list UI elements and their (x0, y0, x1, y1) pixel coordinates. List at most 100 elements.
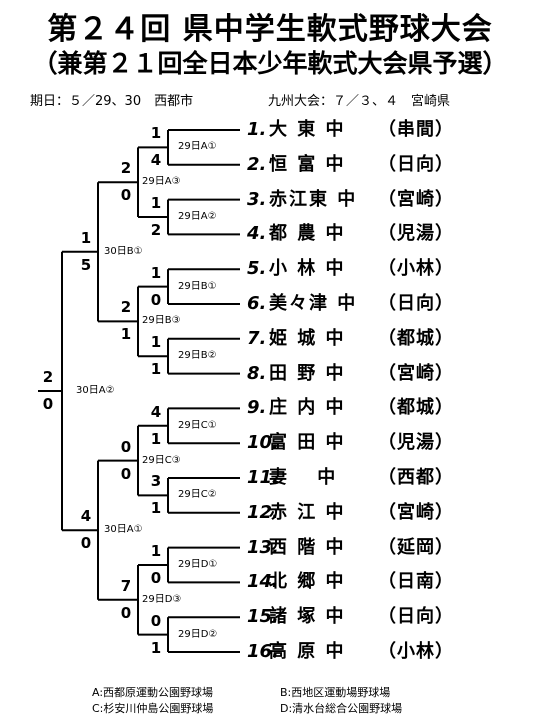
team-name: 妻 中 (269, 467, 338, 488)
team-name: 大 東 中 (269, 119, 346, 140)
team-seed-number: 4. (247, 223, 267, 245)
team-district: （日向） (378, 293, 454, 314)
team-name: 諸 塚 中 (269, 606, 346, 628)
round2-match-score-bottom: 1 (120, 325, 132, 344)
team-entry: 11.妻 中 （西都） (247, 464, 453, 492)
page-subtitle: （兼第２１回全日本少年軟式大会県予選） (32, 49, 508, 78)
team-entry: 2.恒 富 中（日向） (247, 151, 453, 179)
team-district: （日向） (378, 606, 454, 628)
round1-match-score-top: 1 (150, 194, 162, 212)
semifinal-match-score-top: 4 (80, 507, 92, 526)
round2-match-score-top: 2 (120, 159, 132, 178)
team-district: （宮崎） (378, 501, 454, 523)
round2-match-score-bottom: 0 (120, 186, 132, 205)
semifinal-match-score-bottom: 0 (80, 534, 92, 553)
team-name: 庄 内 中 (269, 397, 346, 419)
team-district: （都城） (378, 327, 454, 349)
round2-match-game-label: 29日B③ (142, 315, 181, 327)
legend-venue-a: A:西都原運動公園野球場 (92, 686, 214, 699)
round1-match-score-top: 1 (150, 263, 162, 282)
team-seed-number: 7. (247, 327, 267, 349)
round1-match-game-label: 29日B① (178, 280, 217, 292)
round2-match-game-label: 29日D③ (142, 593, 182, 605)
team-name: 富 田 中 (269, 432, 346, 454)
round1-match-score-bottom: 1 (150, 360, 162, 379)
team-entry: 9.庄 内 中 （都城） (247, 394, 453, 422)
team-entry: 6.美々津 中 （日向） (247, 290, 453, 318)
team-entry: 3.赤江東 中（宮崎） (247, 186, 453, 214)
round1-match-score-top: 3 (150, 472, 162, 491)
team-entry: 10.富 田 中 （児湯） (247, 429, 453, 457)
team-district: （都城） (378, 397, 454, 419)
semifinal-match-score-top: 1 (80, 228, 92, 247)
team-name: 赤 江 中 (269, 501, 346, 523)
semifinal-match-game-label: 30日A① (104, 524, 143, 536)
final-match-score-top: 2 (42, 368, 54, 386)
round1-match-game-label: 29日D① (178, 559, 218, 570)
team-entry: 16.高 原 中（小林） (247, 638, 453, 666)
round1-match-score-bottom: 4 (150, 151, 162, 170)
team-seed-number: 13. (247, 536, 279, 558)
round1-match-score-bottom: 1 (150, 499, 162, 518)
round1-match-game-label: 29日A② (178, 211, 217, 222)
team-seed-number: 5. (247, 258, 267, 280)
team-name: 小 林 中 (269, 258, 346, 280)
team-entry: 5.小 林 中（小林） (247, 255, 453, 283)
kyushu-info: 九州大会：７／３、４ 宮崎県 (268, 94, 451, 109)
round1-match-game-label: 29日C② (178, 489, 217, 501)
team-district: （児湯） (378, 432, 454, 454)
team-seed-number: 11. (247, 467, 279, 488)
legend-venue-c: C:杉安川仲島公園野球場 (92, 702, 214, 715)
page-title: 第２４回 県中学生軟式野球大会 (47, 12, 493, 47)
team-seed-number: 9. (247, 397, 267, 419)
team-entry: 14.北 郷 中 （日南） (247, 568, 453, 596)
team-entry: 13.西 階 中（延岡） (247, 534, 453, 562)
team-name: 恒 富 中 (269, 153, 346, 175)
final-match-score-bottom: 0 (42, 395, 54, 413)
team-name: 北 郷 中 (269, 571, 346, 593)
team-district: （串間） (378, 119, 454, 140)
round1-match-score-top: 1 (150, 124, 162, 143)
team-name: 姫 城 中 (269, 327, 346, 349)
round1-match-game-label: 29日C① (178, 419, 217, 431)
round1-match-score-top: 1 (150, 333, 162, 352)
team-name: 田 野 中 (269, 362, 346, 384)
team-name: 都 農 中 (269, 223, 346, 245)
legend-venue-d: D:清水台総合公園野球場 (280, 702, 403, 715)
date-venue-info: 期日：５／29、30 西都市 (30, 94, 194, 109)
team-seed-number: 14. (247, 571, 279, 593)
round1-match-score-bottom: 1 (150, 638, 162, 657)
team-seed-number: 12. (247, 501, 279, 523)
team-seed-number: 6. (247, 293, 267, 314)
team-district: （日南） (378, 571, 454, 593)
team-entry: 15.諸 塚 中（日向） (247, 603, 453, 631)
semifinal-match-score-bottom: 5 (80, 255, 92, 274)
round2-match-score-bottom: 0 (120, 464, 132, 483)
team-district: （宮崎） (378, 188, 454, 210)
round1-match-score-bottom: 1 (150, 429, 162, 448)
team-name: 美々津 中 (269, 293, 358, 314)
round1-match-score-top: 1 (150, 542, 162, 560)
team-seed-number: 8. (247, 362, 267, 384)
team-entry: 4.都 農 中（児湯） (247, 220, 453, 248)
round2-match-score-top: 0 (120, 437, 132, 456)
round1-match-score-top: 4 (150, 402, 162, 421)
round1-match-game-label: 29日A① (178, 141, 217, 153)
team-district: （宮崎） (378, 362, 454, 384)
team-district: （日向） (378, 153, 454, 175)
team-entry: 7.姫 城 中 （都城） (247, 325, 453, 353)
team-name: 赤江東 中 (269, 188, 358, 210)
round2-match-score-top: 7 (120, 576, 132, 595)
team-district: （西都） (378, 467, 454, 488)
round1-match-score-bottom: 2 (150, 221, 162, 239)
team-seed-number: 10. (247, 432, 279, 454)
team-entry: 1.大 東 中 （串間） (247, 116, 453, 144)
round2-match-game-label: 29日A③ (142, 176, 181, 188)
team-entry: 12.赤 江 中 （宮崎） (247, 499, 453, 527)
round1-match-score-top: 0 (150, 611, 162, 630)
round1-match-score-bottom: 0 (150, 290, 162, 309)
round2-match-score-bottom: 0 (120, 603, 132, 622)
semifinal-match-game-label: 30日B① (104, 245, 143, 257)
team-seed-number: 1. (247, 119, 267, 140)
